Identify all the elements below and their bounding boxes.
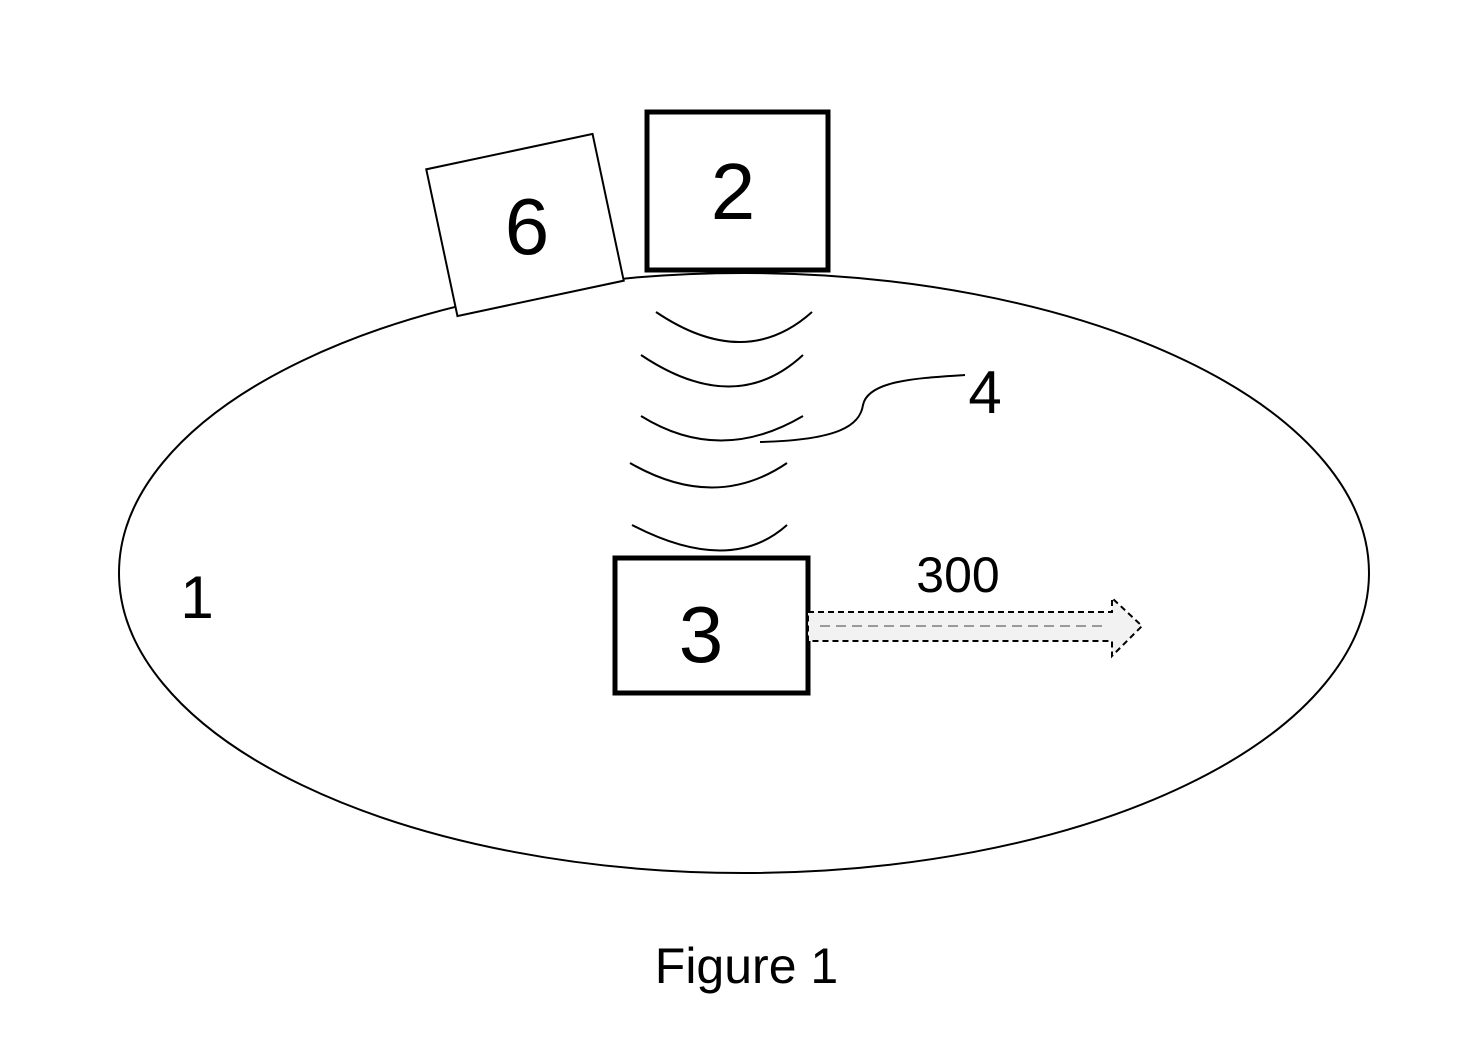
label-4: 4	[968, 359, 1001, 426]
label-3: 3	[679, 590, 724, 679]
tilted-box-6	[425, 132, 625, 318]
figure-caption: Figure 1	[654, 938, 839, 994]
leader-line-4	[759, 374, 966, 443]
label-300: 300	[916, 547, 999, 603]
inner-box-3	[612, 555, 811, 696]
label-1: 1	[180, 564, 213, 631]
top-box-2	[644, 109, 831, 273]
wave-arc	[655, 311, 813, 343]
wave-arc	[629, 462, 788, 489]
arrow-300	[807, 595, 1144, 659]
wave-arc	[640, 415, 804, 442]
body-ellipse	[118, 272, 1370, 874]
wave-arc	[631, 524, 788, 552]
label-6: 6	[505, 182, 550, 271]
label-2: 2	[711, 147, 756, 236]
wave-arc	[640, 354, 804, 388]
wave-arcs	[629, 311, 813, 552]
